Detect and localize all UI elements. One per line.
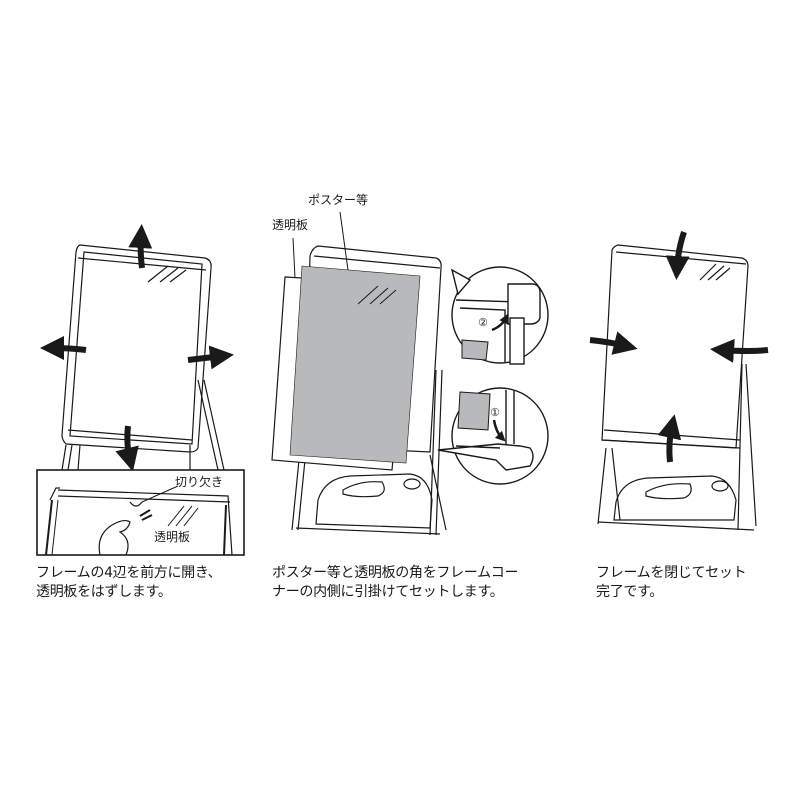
notch-label: 切り欠き (175, 475, 224, 489)
arrow-up-icon (657, 414, 682, 463)
arrow-up-icon (128, 224, 153, 269)
poster-label: ポスター等 (308, 193, 369, 207)
arrow-right-icon (589, 331, 638, 355)
step2-clear-panel-label: 透明板 (272, 218, 309, 232)
step2-stand-drawing (291, 245, 447, 536)
step3-close-arrows (589, 231, 769, 463)
step1-caption: フレームの4辺を前方に開き、 透明板をはずします。 (36, 565, 222, 600)
step2-caption: ポスター等と透明板の角をフレームコー ナーの内側に引掛けてセットします。 (272, 565, 519, 600)
arrow-down-icon (115, 425, 139, 472)
step1-notch-detail-inset (36, 469, 245, 556)
arrow-left-icon (710, 338, 769, 363)
arrow-down-icon (665, 231, 690, 280)
step1-open-arrows (40, 224, 234, 472)
step2-detail-arrows (491, 313, 509, 442)
step2-corner-detail-top (450, 266, 549, 365)
arrow-left-icon (40, 336, 87, 361)
step1-clear-panel-label: 透明板 (154, 530, 191, 544)
step3-caption: フレームを閉じてセット 完了です。 (596, 565, 747, 600)
arrow-right-icon (187, 345, 234, 370)
step2-poster-sheet (289, 265, 421, 464)
step3-stand-drawing (597, 244, 757, 531)
detail-step-2-marker: ② (478, 316, 488, 329)
step2-leader-lines (292, 211, 349, 279)
step2-corner-detail-bottom (437, 387, 549, 485)
detail-step-1-marker: ① (490, 406, 500, 419)
